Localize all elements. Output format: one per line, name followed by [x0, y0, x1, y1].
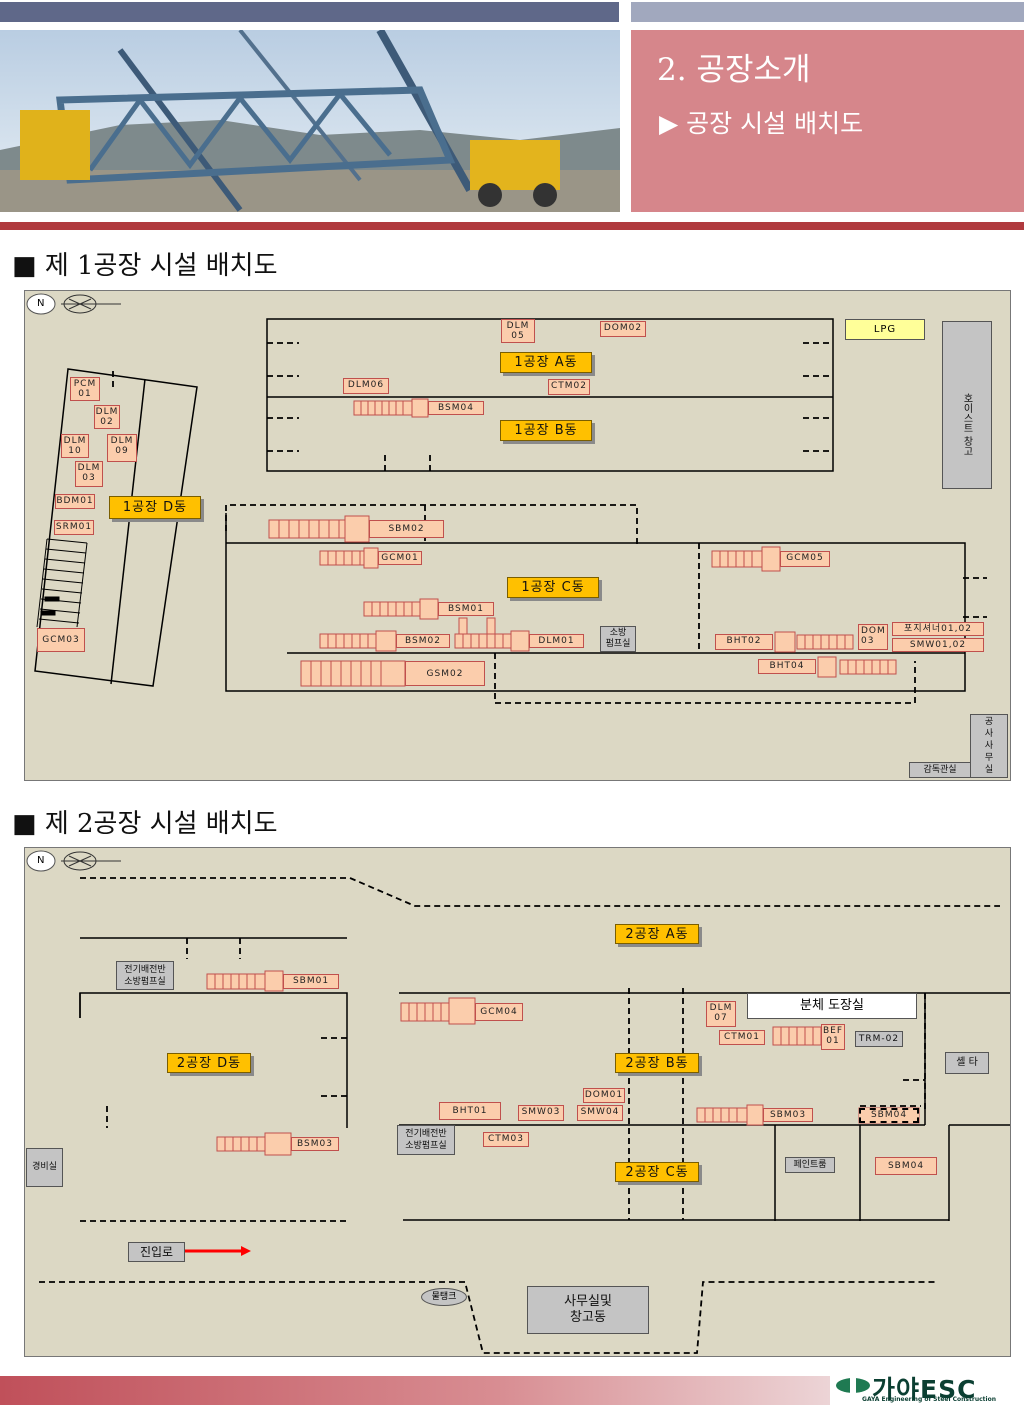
equip-positioner: 포지셔너01,02 [892, 622, 984, 636]
plant1-heading: ■ 제 1공장 시설 배치도 [12, 251, 278, 281]
equip-dlm09: DLM 09 [107, 434, 137, 462]
equip-dlm03: DLM 03 [75, 461, 103, 487]
equip-dlm10: DLM 10 [61, 434, 89, 458]
electric-pump-room-2: 전기배전반 소방펌프실 [397, 1125, 455, 1155]
equip-dlm01: DLM01 [529, 634, 584, 648]
guard-room: 경비실 [26, 1148, 63, 1187]
plant1-building-b: 1공장 B동 [500, 420, 592, 441]
paint-room: 페인트룸 [785, 1157, 835, 1173]
section-subtitle: ▶ 공장 시설 배치도 [659, 109, 864, 138]
top-bar-right [631, 2, 1024, 22]
equip-smw03: SMW03 [518, 1105, 564, 1121]
plant1-building-d: 1공장 D동 [109, 496, 201, 519]
equip-gcm01: GCM01 [378, 551, 422, 565]
plant2-building-a: 2공장 A동 [615, 924, 699, 944]
plant2-building-c: 2공장 C동 [615, 1162, 699, 1182]
equip-gcm04: GCM04 [475, 1003, 523, 1021]
equip-gcm05: GCM05 [780, 551, 830, 567]
plant2-heading: ■ 제 2공장 시설 배치도 [12, 809, 278, 839]
hoist-shed: 호이스트 창고 [942, 321, 992, 489]
equip-bht04: BHT04 [758, 659, 816, 674]
top-bar-left [0, 2, 619, 22]
north-label: N [37, 298, 45, 309]
equip-bht02: BHT02 [715, 634, 773, 650]
equip-sbm04-a: SBM04 [859, 1108, 919, 1123]
plant2-layout-map: N 2공장 A동 2공장 B동 2공장 C동 2공장 D동 분체 도장실 셸 타… [24, 847, 1011, 1357]
header-divider [0, 222, 1024, 230]
equip-bsm02: BSM02 [396, 634, 450, 648]
pump-room: 소방 펌프실 [600, 626, 636, 652]
equip-dom02: DOM02 [600, 321, 646, 337]
equip-dom03: DOM 03 [858, 624, 888, 650]
equip-ctm02: CTM02 [548, 379, 590, 395]
plant2-building-d: 2공장 D동 [167, 1053, 251, 1073]
plant1-layout-map: N 1공장 A동 1공장 B동 1공장 C동 1공장 D동 LPG 호이스트 창… [24, 290, 1011, 781]
office-warehouse: 사무실및 창고동 [527, 1286, 649, 1334]
plant1-building-c: 1공장 C동 [507, 577, 599, 598]
section-title: 2. 공장소개 [657, 52, 811, 88]
supervisor-room: 감독관실 [909, 762, 971, 778]
logo-mark-icon [836, 1378, 870, 1393]
header-title-panel: 2. 공장소개 ▶ 공장 시설 배치도 [631, 30, 1024, 212]
equip-trm02: TRM-02 [855, 1031, 903, 1047]
lpg-tank: LPG [845, 319, 925, 340]
equip-ctm03: CTM03 [483, 1132, 529, 1147]
plant1-building-a: 1공장 A동 [500, 352, 592, 373]
equip-bsm01: BSM01 [438, 602, 494, 616]
equip-smw0102: SMW01,02 [892, 638, 984, 652]
equip-srm01: SRM01 [54, 520, 94, 535]
powder-paint-room: 분체 도장실 [747, 993, 917, 1019]
equip-sbm01: SBM01 [283, 974, 339, 989]
equip-bsm03: BSM03 [291, 1137, 339, 1151]
water-tank: 물탱크 [421, 1288, 467, 1306]
equip-dlm06: DLM06 [343, 378, 389, 394]
equip-bdm01: BDM01 [55, 494, 95, 509]
crane-steel-truss-photo [0, 30, 620, 212]
equip-sbm03: SBM03 [763, 1108, 813, 1122]
equip-bsm04: BSM04 [428, 401, 484, 415]
equip-ctm01: CTM01 [719, 1030, 765, 1045]
equip-dom01: DOM01 [583, 1088, 625, 1103]
site-office: 공 사 사 무 실 [970, 714, 1008, 778]
equip-smw04: SMW04 [577, 1105, 623, 1121]
plant2-building-b: 2공장 B동 [615, 1053, 699, 1073]
equip-dlm02: DLM 02 [94, 405, 120, 429]
logo-subtitle: GAYA Engineering of Steel Construction [862, 1396, 996, 1403]
entrance-label: 진입로 [128, 1242, 185, 1262]
logo-text: 가야ESC [872, 1375, 977, 1404]
equip-bht01: BHT01 [439, 1102, 501, 1120]
company-logo: 가야ESC GAYA Engineering of Steel Construc… [834, 1372, 1024, 1405]
equip-bef01: BEF 01 [821, 1024, 845, 1050]
equip-pcm01: PCM 01 [70, 377, 100, 401]
north-label: N [37, 855, 45, 866]
equip-dlm07: DLM 07 [706, 1001, 736, 1027]
equip-dlm05: DLM 05 [501, 319, 535, 343]
electric-pump-room-1: 전기배전반 소방펌프실 [116, 961, 174, 990]
shelter: 셸 타 [945, 1052, 989, 1074]
equip-gcm03: GCM03 [37, 628, 85, 652]
equip-gsm02: GSM02 [405, 661, 485, 686]
footer-bar [0, 1376, 830, 1405]
equip-sbm02: SBM02 [369, 520, 444, 538]
equip-sbm04-b: SBM04 [875, 1157, 937, 1175]
